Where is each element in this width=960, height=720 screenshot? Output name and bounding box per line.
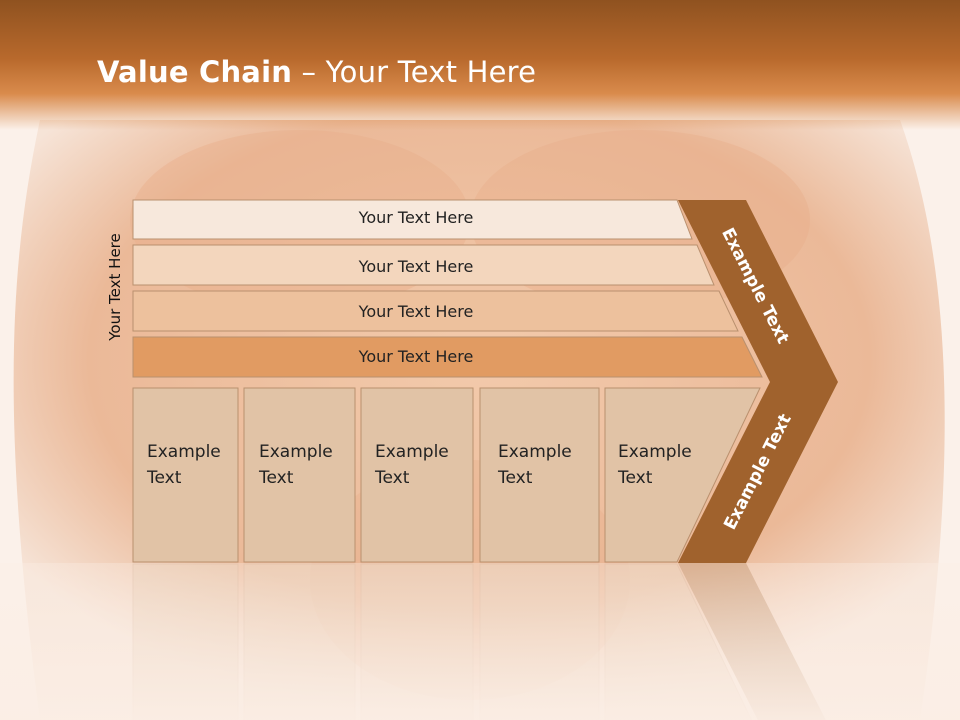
row-label-2: Your Text Here xyxy=(358,257,474,276)
activity-box-4 xyxy=(479,387,600,563)
title-bar xyxy=(0,0,960,130)
title-rest: – Your Text Here xyxy=(292,55,537,89)
slide-title: Value Chain – Your Text Here xyxy=(97,55,536,89)
title-bold: Value Chain xyxy=(97,55,293,89)
row-label-3: Your Text Here xyxy=(358,302,474,321)
margin-chevron xyxy=(678,200,838,563)
activity-box-1 xyxy=(132,387,239,563)
row-bar-2 xyxy=(132,244,715,286)
row-bar-4 xyxy=(132,336,763,378)
row-label-1: Your Text Here xyxy=(358,208,474,227)
activity-box-5 xyxy=(604,387,761,563)
row-label-4: Your Text Here xyxy=(358,347,474,366)
diagram-reflection xyxy=(0,563,960,720)
activity-box-2 xyxy=(243,387,356,563)
row-bar-3 xyxy=(132,290,739,332)
activity-box-3 xyxy=(360,387,474,563)
row-bar-1 xyxy=(132,199,693,240)
